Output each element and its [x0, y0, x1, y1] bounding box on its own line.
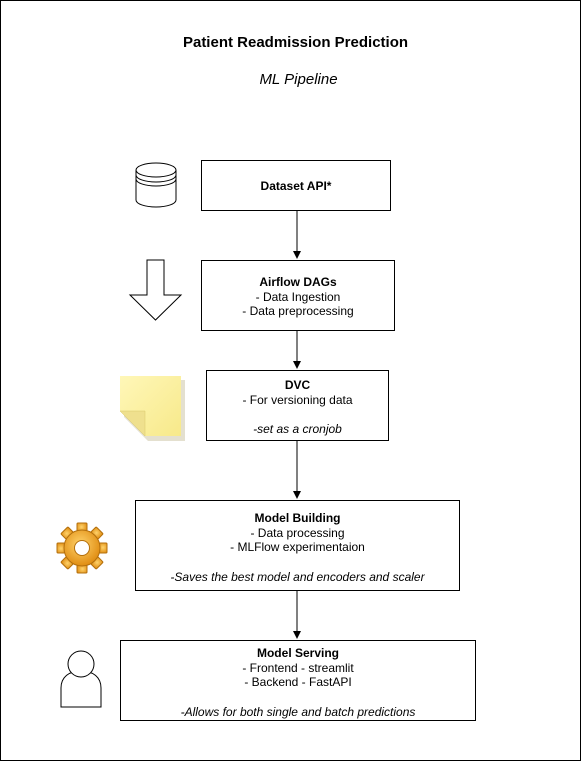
database-icon [135, 162, 177, 208]
step-box-model-building: Model Building - Data processing - MLFlo… [135, 500, 460, 591]
user-icon [60, 650, 102, 708]
step-line: - Data processing [250, 525, 345, 540]
step-heading: Dataset API* [260, 179, 332, 193]
step-line: - Frontend - streamlit [242, 660, 354, 675]
step-heading: Model Serving [256, 646, 339, 660]
step-line: - For versioning data [242, 392, 353, 407]
step-line: - MLFlow experimentaion [230, 540, 365, 554]
step-heading: Airflow DAGs [259, 275, 337, 289]
step-heading: DVC [284, 378, 311, 392]
step-box-airflow-dags: Airflow DAGs - Data Ingestion - Data pre… [201, 260, 395, 331]
step-heading: Model Building [254, 511, 341, 525]
gear-icon [56, 522, 108, 574]
step-line: - Data Ingestion [255, 289, 341, 304]
step-box-dataset-api: Dataset API* [201, 160, 391, 211]
down-arrow-icon [128, 259, 183, 321]
step-line: - Data preprocessing [242, 304, 354, 318]
sticky-note-icon [119, 376, 185, 441]
step-note: -Allows for both single and batch predic… [180, 704, 416, 719]
step-note: -set as a cronjob [253, 422, 342, 436]
step-line: - Backend - FastAPI [244, 675, 352, 689]
diagram-subtitle: ML Pipeline [259, 71, 338, 88]
diagram-title: Patient Readmission Prediction [182, 34, 409, 51]
step-box-model-serving: Model Serving - Frontend - streamlit - B… [120, 640, 476, 721]
step-note: -Saves the best model and encoders and s… [170, 569, 425, 584]
step-box-dvc: DVC - For versioning data -set as a cron… [206, 370, 389, 441]
